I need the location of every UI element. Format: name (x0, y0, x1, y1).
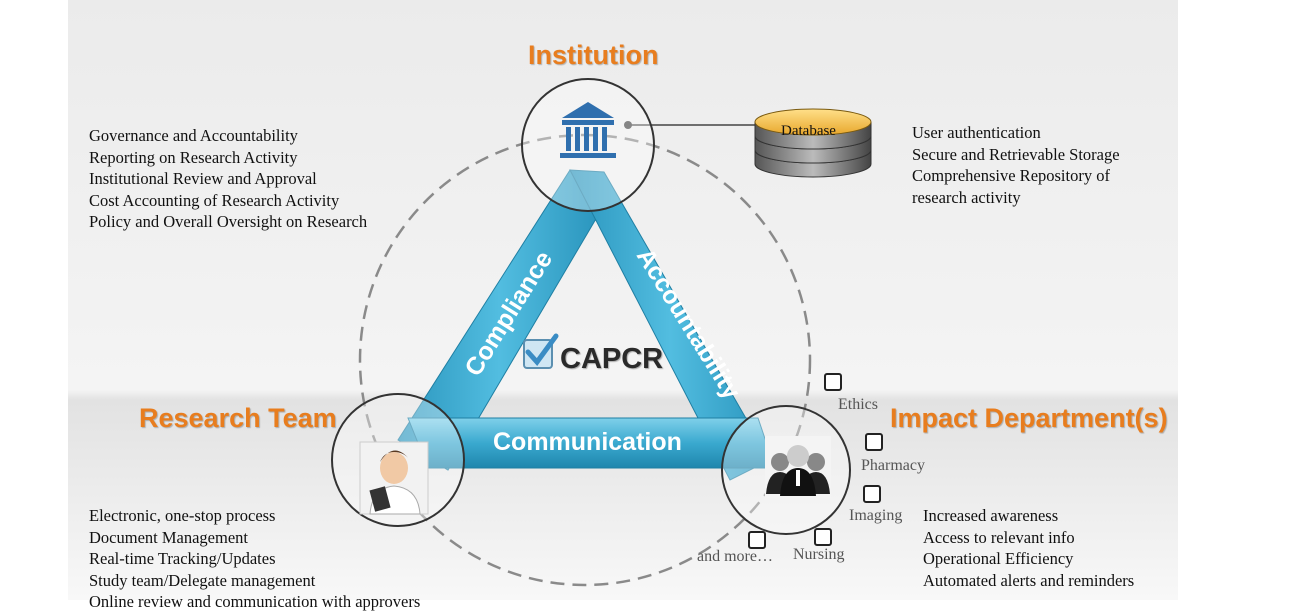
list-item: Governance and Accountability (89, 126, 298, 145)
list-item: Reporting on Research Activity (89, 147, 298, 167)
list-item: Document Management (89, 527, 248, 547)
more-departments-checkbox[interactable] (748, 531, 766, 549)
nursing-checkbox[interactable] (814, 528, 832, 546)
ethics-checkbox[interactable] (824, 373, 842, 391)
connector-dot (624, 121, 632, 129)
nursing-label: Nursing (793, 546, 845, 563)
list-item: Online review and communication with app… (89, 592, 421, 612)
list-item: Policy and Overall Oversight on Research (89, 212, 368, 232)
pharmacy-checkbox[interactable] (865, 433, 883, 451)
checkbox-check-icon (523, 333, 559, 369)
list-item: Institutional Review and Approval (89, 169, 317, 189)
list-item: Cost Accounting of Research Activity (89, 190, 340, 210)
institution-heading: Institution (528, 40, 659, 70)
list-item: Increased awareness (923, 506, 1059, 525)
list-item: Automated alerts and reminders (923, 570, 1135, 590)
institution-item-list: Governance and Accountability Reporting … (89, 125, 367, 233)
database-item-list: User authentication Secure and Retrievab… (912, 122, 1120, 208)
database-label: Database (781, 123, 836, 139)
list-item: User authentication (912, 123, 1041, 142)
ethics-label: Ethics (838, 396, 878, 413)
group-people-icon (765, 436, 831, 498)
list-item: Electronic, one-stop process (89, 506, 276, 525)
list-item: Real-time Tracking/Updates (89, 549, 276, 569)
list-item: Secure and Retrievable Storage (912, 144, 1120, 164)
pharmacy-label: Pharmacy (861, 457, 925, 474)
capcr-diagram: Compliance Accountability Communication … (331, 78, 872, 587)
bank-building-icon (560, 102, 616, 158)
communication-label: Communication (493, 428, 682, 456)
list-item: Study team/Delegate management (89, 570, 316, 590)
list-item: research activity (912, 187, 1021, 207)
imaging-label: Imaging (849, 507, 903, 524)
imaging-checkbox[interactable] (863, 485, 881, 503)
more-departments-label: and more… (697, 548, 773, 565)
doctor-clipboard-icon (359, 441, 429, 515)
database-stack-icon (754, 108, 872, 178)
center-capcr-label: CAPCR (560, 343, 663, 375)
research-team-item-list: Electronic, one-stop process Document Ma… (89, 505, 420, 613)
impact-departments-heading: Impact Department(s) (890, 403, 1168, 433)
list-item: Operational Efficiency (923, 549, 1074, 569)
research-team-heading: Research Team (139, 403, 337, 433)
list-item: Access to relevant info (923, 527, 1075, 547)
diagram-background (68, 0, 1178, 600)
list-item: Comprehensive Repository of (912, 166, 1110, 186)
impact-item-list: Increased awareness Access to relevant i… (923, 505, 1134, 591)
